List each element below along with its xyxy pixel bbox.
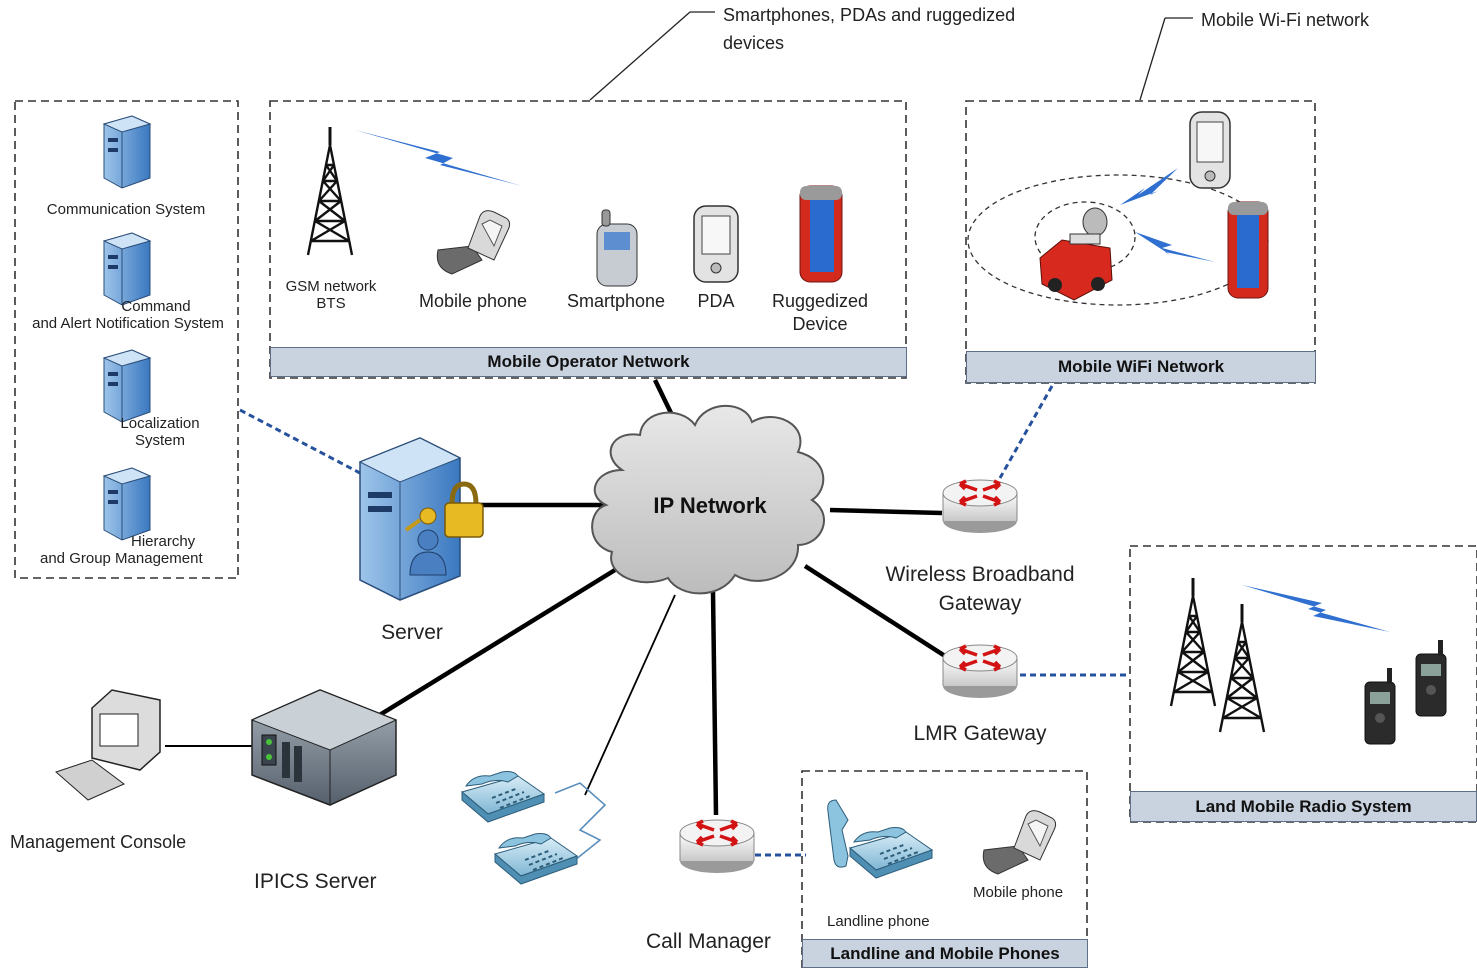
ip-network-label: IP Network: [653, 493, 767, 518]
callout-wifi: Mobile Wi-Fi network: [1201, 10, 1370, 30]
phones-title: Landline and Mobile Phones: [802, 939, 1088, 968]
wifi-coverage-outer: [967, 174, 1269, 306]
ip-network-cloud: [591, 404, 825, 595]
connections: [165, 11, 1193, 861]
lock-icon: [444, 481, 484, 538]
left-system-box: [14, 100, 239, 579]
lmr-system-title: Land Mobile Radio System: [1130, 791, 1477, 822]
wifi-signal-icon-2: [1135, 232, 1215, 262]
server-database-icon: [103, 232, 151, 306]
landline-phone-icon: [827, 799, 933, 879]
label-hierarchy: Hierarchy and Group Management: [40, 533, 203, 567]
fire-truck-icon: [1039, 207, 1113, 301]
mobile-phone-label-2: Mobile phone: [973, 884, 1064, 901]
wifi-network-title: Mobile WiFi Network: [966, 351, 1316, 383]
label-communication-system: Communication System: [46, 201, 206, 218]
wifi-rugged-device-icon: [1227, 201, 1269, 299]
landline-phone-label: Landline phone: [827, 913, 930, 930]
label-mobile-phone: Mobile phone: [418, 291, 528, 311]
radio-handset-icon-2: [1415, 639, 1447, 717]
callout-smartphones: Smartphones, PDAs and ruggedized devices: [723, 5, 1016, 53]
label-ruggedized: Ruggedized Device: [771, 291, 869, 334]
desk-phone-icon-2: [494, 832, 578, 885]
wifi-signal-icon: [1120, 168, 1178, 205]
cell-tower-icon: [306, 125, 354, 257]
server-label: Server: [381, 621, 443, 644]
label-command-alert: Command and Alert Notification System: [32, 298, 224, 332]
pda-icon: [693, 205, 739, 283]
label-pda: PDA: [697, 291, 735, 311]
rugged-device-icon: [799, 185, 843, 283]
call-manager-label: Call Manager: [646, 930, 771, 953]
wireless-gateway-label: Wireless Broadband Gateway: [885, 563, 1075, 615]
key-icon: [404, 507, 437, 532]
flip-phone-icon: [436, 210, 511, 275]
server-globe-icon: [103, 349, 151, 423]
wireless-signal-icon: [355, 130, 522, 186]
label-smartphone: Smartphone: [566, 291, 666, 311]
mobile-operator-box: [269, 100, 907, 379]
lmr-box: [1129, 545, 1477, 823]
label-localization: Localization System: [120, 415, 200, 449]
phones-box: [801, 770, 1088, 968]
mobile-operator-title: Mobile Operator Network: [270, 347, 907, 377]
call-manager-router-icon: [678, 818, 756, 875]
radio-handset-icon: [1364, 667, 1396, 745]
ipics-server-label: IPICS Server: [254, 870, 377, 893]
wifi-pda-icon: [1189, 111, 1231, 189]
lmr-gateway-router-icon: [941, 643, 1019, 700]
user-icon: [409, 529, 447, 576]
lmr-tower-icon-2: [1218, 602, 1266, 734]
server-phone-icon: [103, 115, 151, 189]
lmr-signal-icon: [1242, 585, 1390, 632]
wireless-gateway-router-icon: [941, 478, 1019, 535]
ipics-server-icon: [250, 689, 398, 806]
label-gsm-bts: GSM network BTS: [285, 278, 377, 312]
management-console-label: Management Console: [10, 832, 187, 852]
server-user-icon: [103, 467, 151, 541]
mobile-phone-icon: [982, 810, 1057, 875]
computer-icon: [55, 689, 161, 801]
wifi-box: [965, 100, 1316, 384]
lmr-tower-icon: [1169, 576, 1217, 708]
lmr-gateway-label: LMR Gateway: [913, 722, 1047, 745]
smartphone-icon: [596, 209, 638, 287]
desk-phone-icon: [461, 770, 545, 823]
